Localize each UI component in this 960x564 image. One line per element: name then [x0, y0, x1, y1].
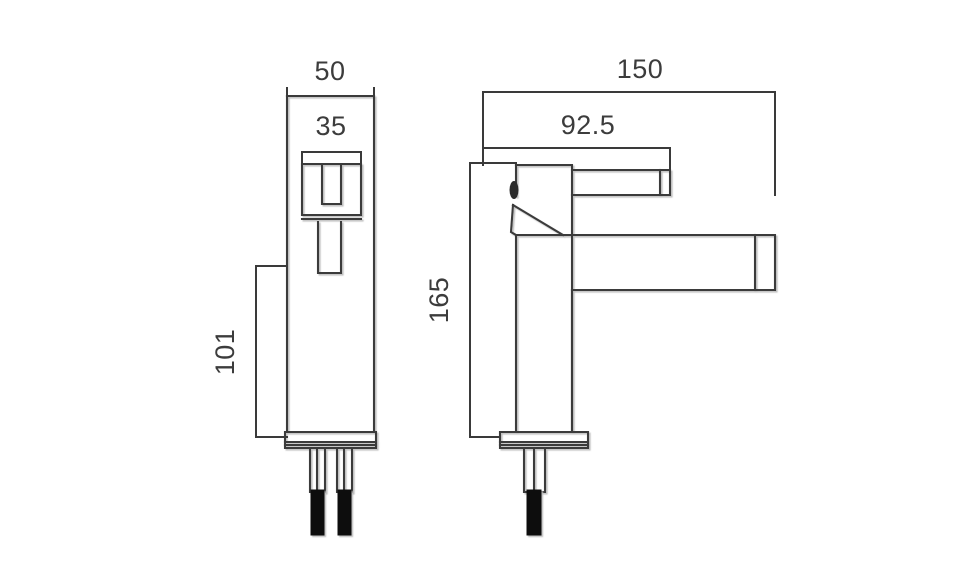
side-housing-chamfer	[511, 203, 565, 237]
dimension-height-165	[469, 162, 517, 438]
dimension-lever-92-5	[482, 147, 671, 171]
dimension-label-165: 165	[424, 277, 454, 324]
side-elevation-view	[498, 163, 777, 494]
dim-50-ticks	[286, 87, 375, 97]
dim-35-ticks	[301, 151, 362, 163]
side-cartridge-housing	[514, 163, 574, 237]
front-hoses	[310, 489, 352, 536]
front-hose-right	[337, 489, 352, 536]
side-housing-chamfer-lower	[509, 203, 518, 237]
dimension-label-35: 35	[315, 111, 346, 141]
dimension-handle-width-35	[301, 151, 362, 163]
dimension-height-101	[255, 265, 288, 438]
dimension-label-150: 150	[617, 54, 664, 84]
dimension-label-92-5: 92.5	[561, 110, 616, 140]
dimension-reach-150	[482, 91, 776, 196]
front-hose-left	[310, 489, 325, 536]
side-pivot-dot	[509, 181, 519, 199]
side-hose	[526, 489, 542, 536]
dimension-width-50	[286, 87, 375, 97]
front-inner-slot	[316, 220, 343, 275]
front-handle-notch	[320, 162, 343, 206]
dimension-label-50: 50	[314, 56, 345, 86]
dimension-label-101: 101	[210, 329, 240, 376]
side-spout-body	[570, 233, 777, 292]
front-base-washer	[283, 440, 378, 450]
side-lever-handle	[570, 168, 672, 197]
